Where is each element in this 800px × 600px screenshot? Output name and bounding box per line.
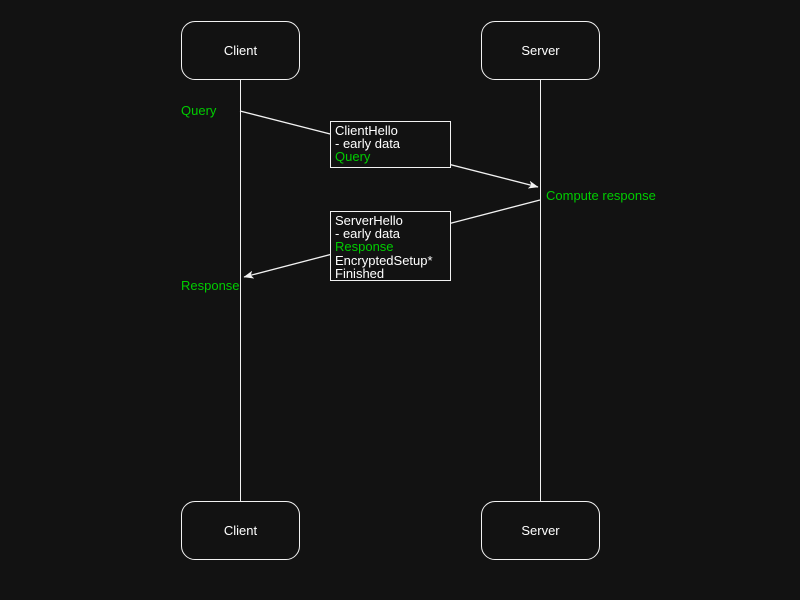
server-lifeline [540, 80, 542, 501]
actor-label-server-top: Server [521, 43, 560, 58]
actor-label-server-bottom: Server [521, 523, 560, 538]
response-label: Response [181, 278, 240, 293]
message-line: Finished [335, 265, 385, 281]
compute-response-label: Compute response [546, 188, 656, 203]
client-lifeline [240, 80, 242, 501]
query-label: Query [181, 103, 217, 118]
message-line: ServerHello [335, 213, 403, 228]
message-line: - early data [335, 136, 401, 152]
actor-box-server-top: Server [481, 21, 600, 80]
message-line-query: Query [335, 149, 371, 165]
client-hello-message-box: ClientHello - early data Query [330, 121, 451, 168]
message-line: - early data [335, 226, 401, 242]
actor-label-client-bottom: Client [223, 523, 258, 538]
actor-box-client-bottom: Client [181, 501, 300, 560]
actor-box-server-bottom: Server [481, 501, 600, 560]
message-line: EncryptedSetup* [335, 252, 433, 268]
actor-box-client-top: Client [181, 21, 300, 80]
message-line-response: Response [335, 239, 394, 255]
actor-label-client-top: Client [223, 43, 258, 58]
message-line: ClientHello [335, 123, 398, 138]
server-hello-message-box: ServerHello - early data Response Encryp… [330, 211, 451, 281]
